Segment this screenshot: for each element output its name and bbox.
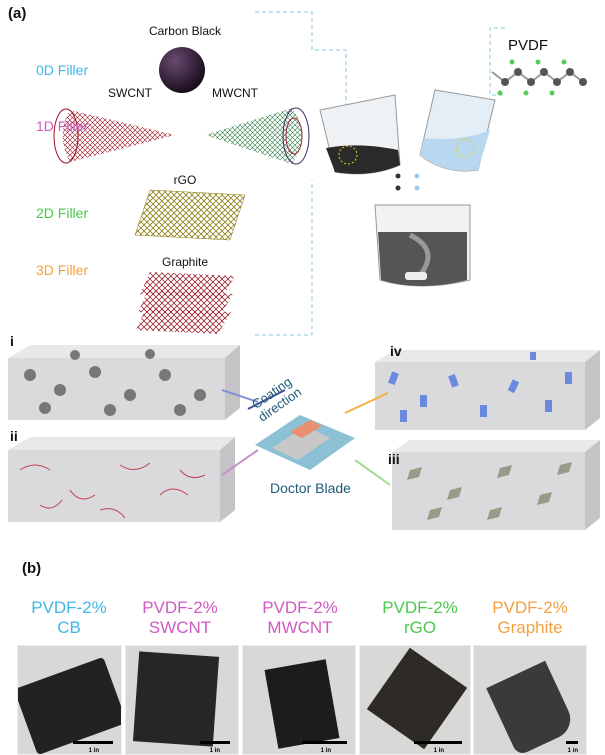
panel-a-label: (a) [8,5,27,22]
dashed-bracket [255,11,505,336]
beaker-filler [319,94,401,175]
caption-line2: SWCNT [148,618,212,637]
scale-bar-label: 1 in [88,748,99,754]
scale-bar [414,741,462,744]
sample-caption-graphite: PVDF-2%Graphite [470,598,590,638]
graphite-label: Graphite [161,255,209,269]
caption-line2: rGO [403,618,437,637]
scale-bar [302,741,347,744]
filler-3d-label: 3D Filler [36,262,89,278]
scale-bar-label: 1 in [567,748,578,754]
mwcnt-label: MWCNT [212,86,258,100]
filler-1d-label: 1D Filler [36,118,89,134]
swcnt-cone [53,108,175,164]
panel-b-label: (b) [22,560,42,577]
rgo-sheet [134,189,246,241]
sample-photo-rgo: 1 in [359,645,471,755]
graphite-stack [136,272,235,334]
caption-line1: PVDF-2% [492,598,568,617]
pvdf-chain [491,59,587,96]
beaker-pvdf [419,89,496,172]
caption-line1: PVDF-2% [31,598,107,617]
composite-i-label: i [10,333,14,349]
sample-caption-mwcnt: PVDF-2%MWCNT [240,598,360,638]
sample-caption-cb: PVDF-2%CB [9,598,129,638]
beaker-mixing [374,204,471,287]
scale-bar-label: 1 in [209,748,220,754]
doctor-blade-label: Doctor Blade [270,480,351,496]
swcnt-label: SWCNT [108,86,152,100]
caption-line2: MWCNT [267,618,333,637]
mwcnt-cone [205,107,310,165]
sample-photo-graphite: 1 in [473,645,587,755]
caption-line1: PVDF-2% [262,598,338,617]
process-arrows [221,389,391,486]
carbon-black-label: Carbon Black [148,24,222,38]
doctor-blade-plate [255,415,355,470]
scale-bar-label: 1 in [320,748,331,754]
rgo-label: rGO [173,173,197,187]
scale-bar [566,741,578,744]
composite-block-ii [8,437,235,522]
composite-block-iii [392,440,600,530]
caption-line1: PVDF-2% [142,598,218,617]
filler-0d-label: 0D Filler [36,62,89,78]
composite-ii-label: ii [10,428,18,444]
sample-photo-mwcnt: 1 in [242,645,356,755]
drops [395,173,420,191]
sample-caption-rgo: PVDF-2%rGO [360,598,480,638]
composite-iii-label: iii [388,451,400,467]
scale-bar-label: 1 in [433,748,444,754]
caption-line2: Graphite [497,618,563,637]
sample-photo-swcnt: 1 in [125,645,239,755]
sample-photo-cb: 1 in [17,645,122,755]
composite-block-i [8,345,240,420]
scale-bar [200,741,230,744]
caption-line1: PVDF-2% [382,598,458,617]
composite-iv-label: iv [390,343,402,359]
filler-2d-label: 2D Filler [36,205,89,221]
scale-bar [73,741,113,744]
caption-line2: CB [57,618,81,637]
composite-block-iv [375,350,600,430]
sample-caption-swcnt: PVDF-2%SWCNT [120,598,240,638]
pvdf-label: PVDF [508,37,549,54]
carbon-black-sphere [159,47,205,93]
